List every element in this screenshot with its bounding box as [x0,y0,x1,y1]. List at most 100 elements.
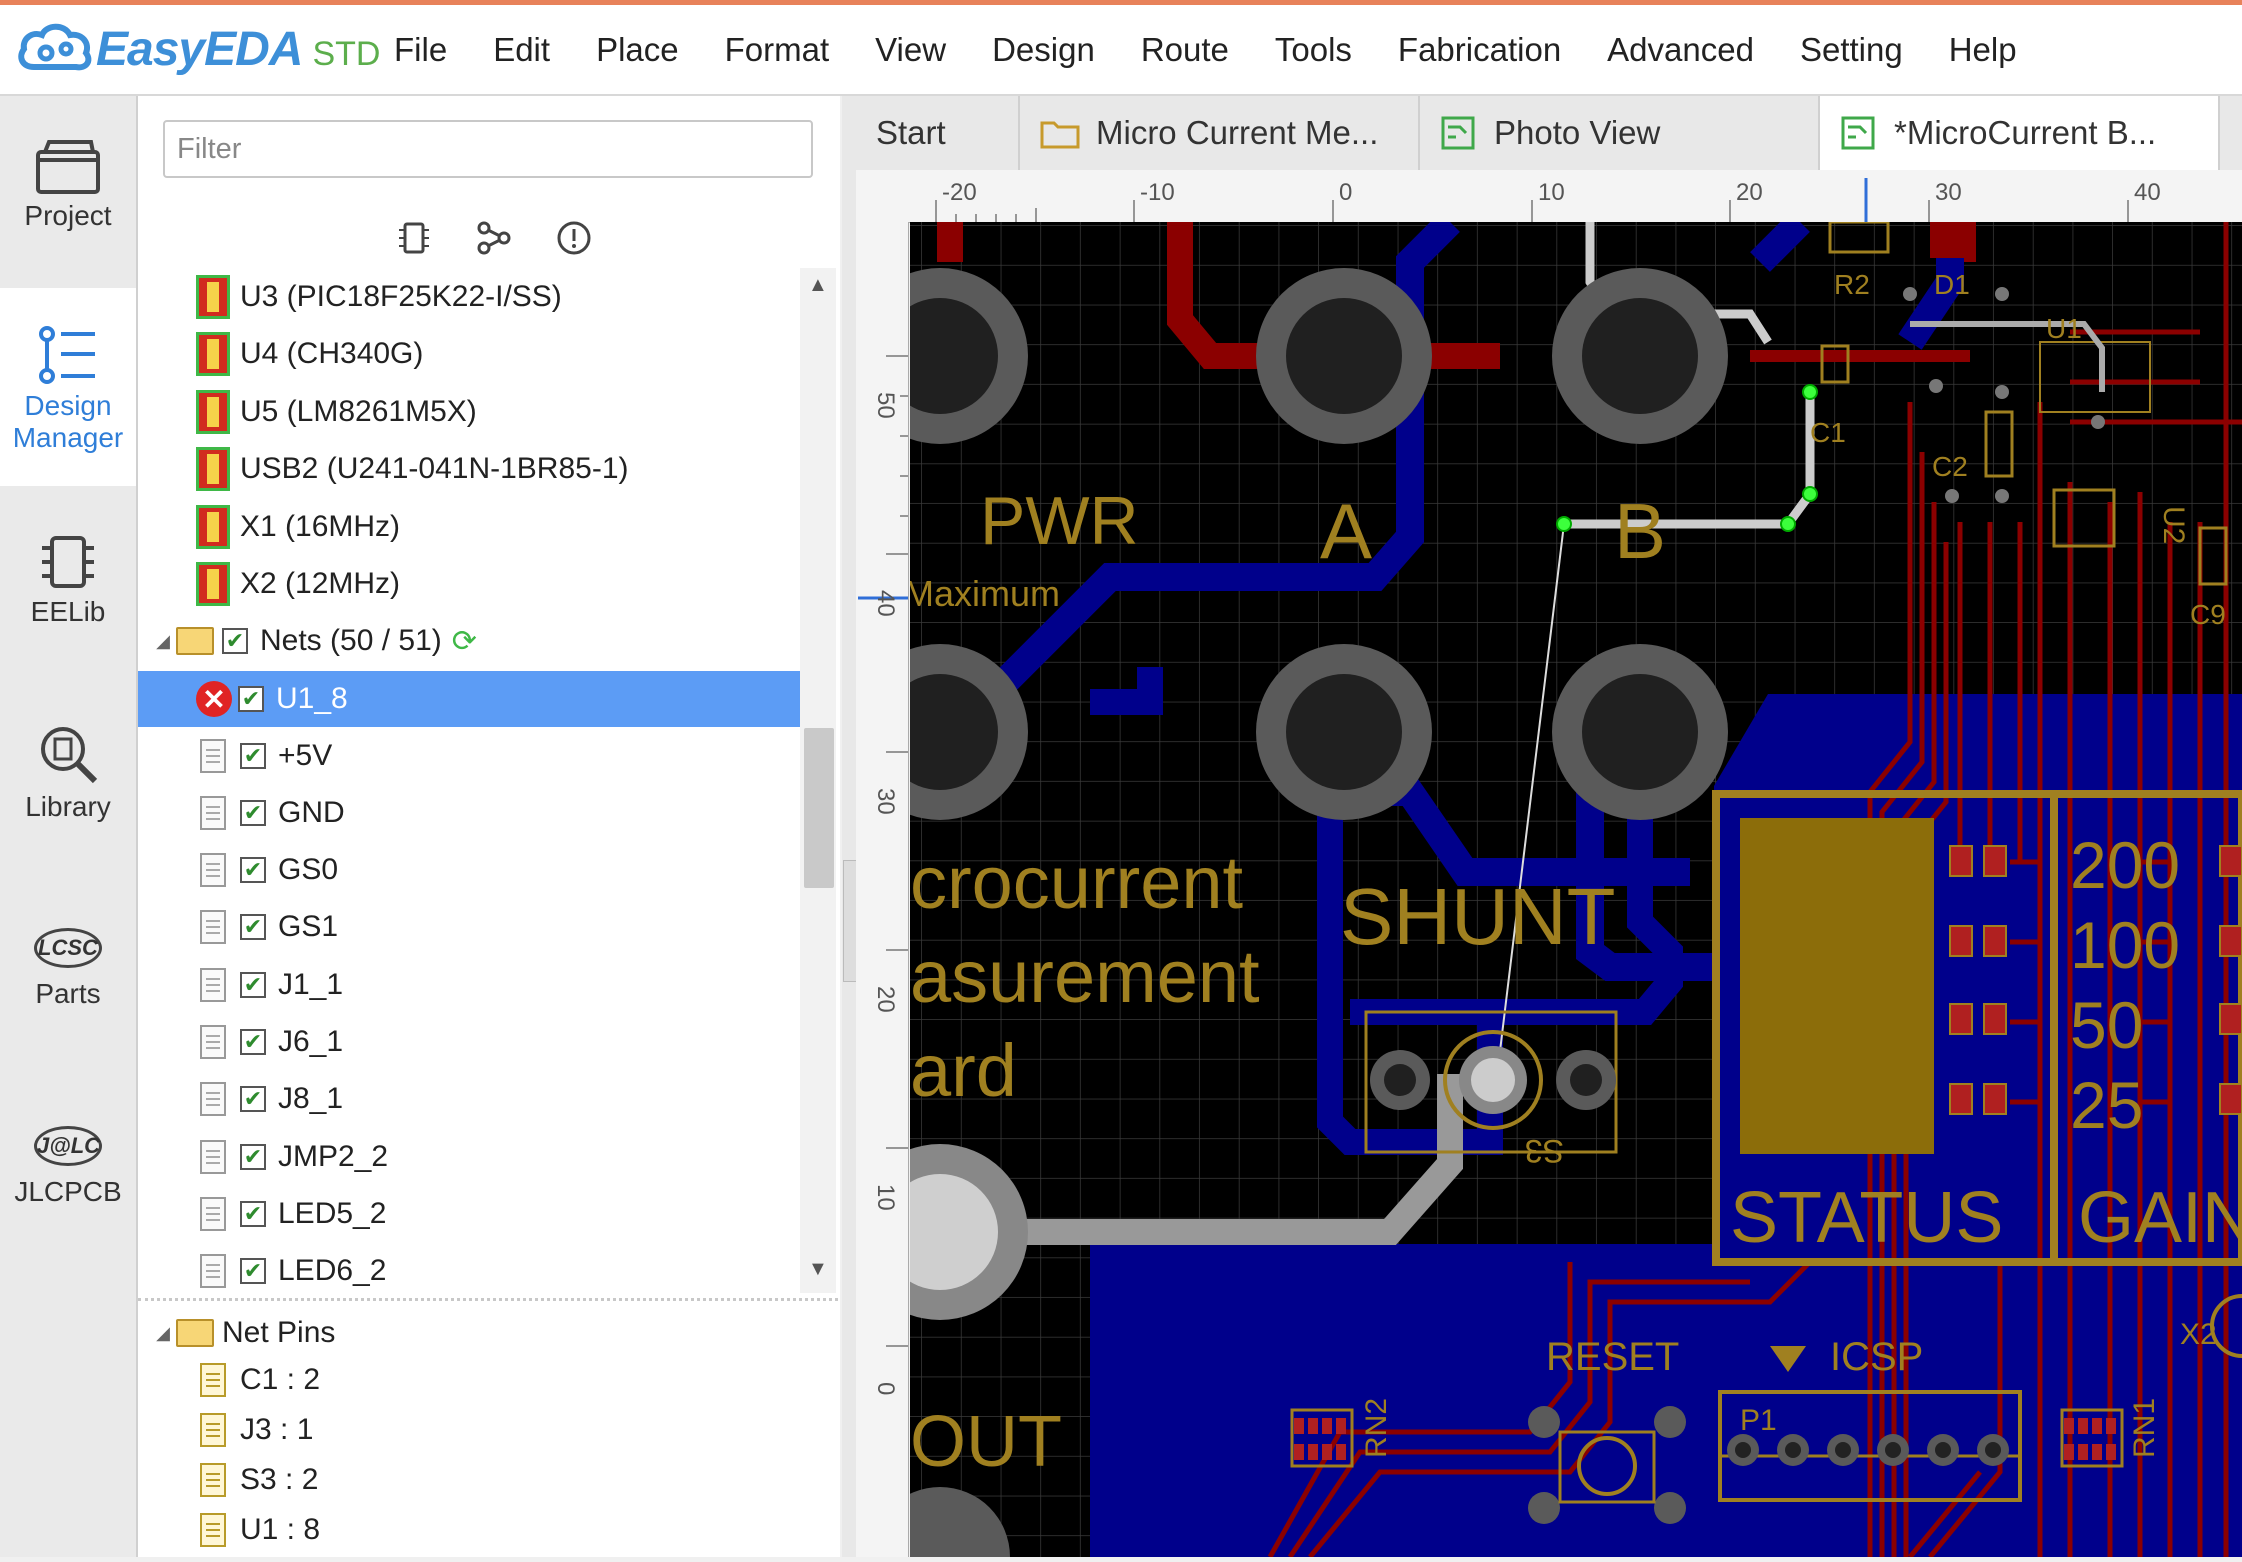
net-checkbox[interactable]: ✔ [238,686,264,712]
net-label: U1_8 [276,682,348,715]
net-checkbox[interactable]: ✔ [240,1029,266,1055]
sidebar-library[interactable]: Library [0,721,136,891]
component-row[interactable]: U5 (LM8261M5X) [138,384,800,440]
doc-icon [200,1254,226,1288]
menu-design[interactable]: Design [992,31,1095,68]
net-row-selected[interactable]: ✕ ✔ U1_8 [138,671,800,727]
net-checkbox[interactable]: ✔ [240,914,266,940]
nets-group-row[interactable]: ◢ ✔ Nets (50 / 51) ⟳ [138,613,800,669]
tree-scrollbar[interactable]: ▲ ▼ [800,268,836,1293]
refresh-icon[interactable]: ⟳ [451,624,477,658]
net-row[interactable]: ✔ J6_1 [138,1014,800,1070]
chip-search-icon [41,727,98,784]
menu-help[interactable]: Help [1948,31,2017,68]
net-checkbox[interactable]: ✔ [240,1201,266,1227]
net-pin-row[interactable]: J3 : 1 [138,1405,800,1455]
net-row[interactable]: ✔J1_1 [138,957,800,1013]
design-manager-panel [138,96,840,1557]
net-checkbox[interactable]: ✔ [240,1144,266,1170]
net-label: J6_1 [278,1025,344,1058]
menu-tools[interactable]: Tools [1274,31,1352,68]
panel-splitter[interactable] [842,96,856,1557]
horizontal-ruler: -20 -10 0 10 20 30 40 [856,170,2242,223]
nets-checkbox[interactable]: ✔ [222,628,248,654]
tab-start[interactable]: Start [856,96,1020,170]
menu-file[interactable]: File [394,31,448,68]
sidebar-eelib[interactable]: EELib [0,532,136,702]
pin-doc-icon [200,1513,226,1547]
tab-project[interactable]: Micro Current Me... [1020,96,1420,170]
splitter-handle[interactable] [843,860,857,982]
component-row[interactable]: X2 (12MHz) [138,556,800,612]
component-row[interactable]: USB2 (U241-041N-1BR85-1) [138,441,800,497]
component-icon[interactable] [396,220,432,256]
ruler-v-label: 30 [872,788,899,815]
component-label: X1 (16MHz) [240,510,401,543]
led-pads [1949,845,2242,1115]
component-row[interactable]: X1 (16MHz) [138,499,800,555]
net-row[interactable]: ✔GS0 [138,842,800,898]
ruler-h-label: 0 [1339,179,1352,206]
component-row[interactable]: U4 (CH340G) [138,326,800,382]
silk-title-line-2: asurement [910,935,1260,1018]
net-row[interactable]: ✔GS1 [138,899,800,955]
ruler-h-label: 20 [1736,179,1763,206]
silk-u2: U2 [2157,506,2190,544]
ruler-v-label: 40 [872,590,899,617]
tab-pcb-active[interactable]: *MicroCurrent B... [1820,96,2220,170]
net-checkbox[interactable]: ✔ [240,857,266,883]
sidebar-jlcpcb[interactable]: J@LC JLCPCB [0,1126,136,1286]
net-checkbox[interactable]: ✔ [240,1086,266,1112]
net-checkbox[interactable]: ✔ [240,972,266,998]
scroll-up-icon[interactable]: ▲ [808,274,828,296]
menu-edit[interactable]: Edit [493,31,551,68]
tab-photo-view[interactable]: Photo View [1420,96,1820,170]
doc-icon [200,968,226,1002]
pcb-drawing[interactable]: - PWR Maximum A B SHUNT crocurrent asure… [910,222,2242,1557]
filter-input[interactable] [163,120,813,178]
menu-route[interactable]: Route [1140,31,1229,68]
net-row[interactable]: ✔JMP2_2 [138,1129,800,1185]
drc-warning-icon[interactable] [556,220,592,256]
silk-shunt: SHUNT [1340,872,1616,961]
menu-advanced[interactable]: Advanced [1607,31,1754,68]
scroll-down-icon[interactable]: ▼ [808,1258,828,1280]
component-row[interactable]: U3 (PIC18F25K22-I/SS) [138,269,800,325]
collapse-triangle-icon[interactable]: ◢ [156,1322,170,1343]
net-pin-row[interactable]: U1 : 8 [138,1505,800,1555]
net-label: J8_1 [278,1082,344,1115]
menu-view[interactable]: View [875,31,947,68]
menu-setting[interactable]: Setting [1799,31,1903,68]
bottom-components [1290,1294,2242,1524]
silk-title-line-1: crocurrent [910,841,1244,924]
app-logo[interactable]: EasyEDA STD [16,19,380,79]
net-icon[interactable] [476,220,512,256]
net-row[interactable]: ✔LED5_2 [138,1186,800,1242]
ruler-h-label: -20 [942,179,977,206]
scrollbar-thumb[interactable] [804,728,834,888]
pcb-canvas[interactable]: - PWR Maximum A B SHUNT crocurrent asure… [910,222,2242,1557]
selection-handles[interactable] [1556,384,1818,532]
sidebar-design-manager[interactable]: Design Manager [0,288,136,486]
net-row[interactable]: ✔ J8_1 [138,1071,800,1127]
pcb-doc-icon [1441,116,1475,150]
panel-toolbar [396,220,592,256]
menu-format[interactable]: Format [724,31,830,68]
net-pin-row[interactable]: C1 : 2 [138,1355,800,1405]
collapse-triangle-icon[interactable]: ◢ [156,630,170,651]
net-pin-row[interactable]: S3 : 2 [138,1455,800,1505]
net-row[interactable]: ✔LED6_2 [138,1243,800,1290]
net-checkbox[interactable]: ✔ [240,800,266,826]
net-pins-header-row[interactable]: ◢ Net Pins [138,1305,800,1361]
ruler-h-label: 10 [1538,179,1565,206]
menu-fabrication[interactable]: Fabrication [1397,31,1562,68]
sidebar-project[interactable]: Project [0,136,136,316]
net-row[interactable]: ✔+5V [138,728,800,784]
menu-place[interactable]: Place [596,31,679,68]
net-row[interactable]: ✔GND [138,785,800,841]
net-checkbox[interactable]: ✔ [240,743,266,769]
jlc-logo-icon: J@LC [34,1126,102,1166]
net-checkbox[interactable]: ✔ [240,1258,266,1284]
doc-icon [200,1082,226,1116]
sidebar-parts[interactable]: LCSC Parts [0,928,136,1088]
